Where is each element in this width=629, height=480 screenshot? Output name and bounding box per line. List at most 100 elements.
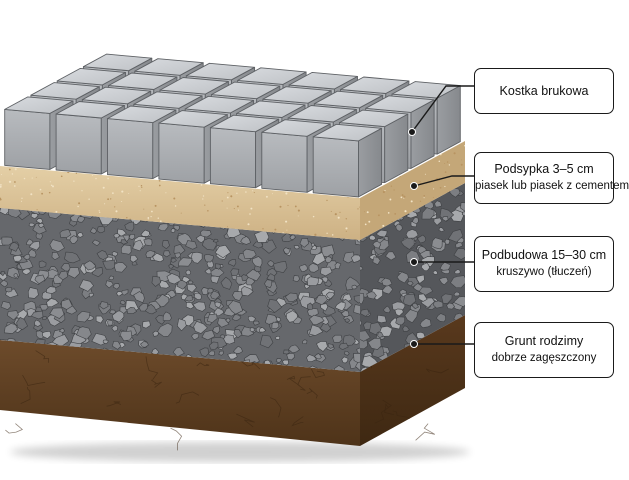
callout-subgrade-label: Grunt rodzimy — [504, 334, 584, 348]
gravel-stone — [416, 234, 426, 244]
sand-grain — [444, 171, 447, 173]
gravel-stone — [432, 300, 444, 309]
sand-grain — [433, 188, 435, 190]
sand-grain — [453, 152, 456, 155]
gravel-stone — [96, 225, 106, 234]
gravel-stone — [266, 273, 276, 282]
gravel-stone — [418, 293, 428, 302]
sand-grain — [121, 190, 124, 193]
soil-crack — [151, 379, 162, 388]
gravel-stone — [438, 276, 449, 286]
sand-grain — [0, 184, 2, 186]
paver-block-top — [55, 101, 125, 119]
sand-grain — [39, 188, 42, 191]
gravel-stone — [367, 337, 382, 350]
gravel-stone — [461, 211, 465, 217]
gravel-stone — [275, 358, 283, 364]
sand-grain — [238, 209, 240, 211]
gravel-stone — [227, 352, 238, 360]
soil-crack — [35, 350, 49, 363]
sand-grain — [35, 176, 37, 178]
gravel-stone — [338, 342, 349, 351]
gravel-stone — [233, 329, 243, 339]
gravel-stone — [124, 221, 135, 232]
paver-block-front — [55, 113, 102, 175]
soil-crack — [20, 386, 31, 404]
sand-grain — [230, 195, 233, 198]
gravel-stone — [193, 320, 208, 334]
gravel-stone — [360, 308, 370, 317]
soil-crack — [145, 356, 159, 380]
gravel-stone — [42, 315, 48, 320]
sand-grain — [8, 180, 12, 183]
gravel-stone — [314, 294, 328, 306]
gravel-stone — [170, 228, 176, 234]
soil-crack — [297, 376, 311, 391]
gravel-stone — [163, 250, 171, 258]
gravel-stone — [8, 241, 19, 252]
sand-grain — [262, 228, 264, 230]
gravel-stone — [46, 286, 57, 294]
gravel-stone — [185, 240, 198, 250]
sand-grain — [52, 185, 54, 188]
gravel-stone — [214, 244, 232, 259]
sand-grain — [91, 175, 93, 176]
gravel-stone — [421, 207, 435, 220]
sand-grain — [236, 205, 239, 208]
soil-crack — [170, 427, 183, 451]
soil-crack — [291, 416, 304, 427]
gravel-stone — [132, 239, 144, 252]
gravel-stone — [42, 330, 52, 339]
gravel-stone — [366, 291, 377, 300]
gravel-stone — [353, 304, 360, 315]
gravel-stone — [375, 229, 388, 238]
gravel-stone — [455, 242, 463, 249]
sand-grain — [345, 230, 347, 232]
gravel-stone — [434, 200, 442, 208]
callout-bedding-label: Podsypka 3–5 cm — [494, 162, 594, 176]
sand-grain — [368, 220, 371, 223]
gravel-stone — [217, 317, 230, 328]
gravel-stone — [320, 303, 329, 312]
gravel-stone — [142, 320, 151, 329]
gravel-stone — [299, 237, 309, 248]
gravel-stone — [170, 257, 177, 263]
gravel-stone — [253, 320, 260, 326]
sand-grain — [13, 185, 16, 187]
gravel-stone — [34, 319, 42, 327]
sand-grain — [204, 204, 206, 206]
gravel-stone — [444, 238, 451, 245]
sand-grain — [286, 229, 288, 231]
sand-grain — [221, 200, 223, 202]
sand-grain — [8, 168, 11, 171]
sand-grain — [81, 190, 83, 192]
leader-dot-bedding — [410, 182, 418, 190]
gravel-stone — [207, 287, 214, 294]
sand-grain — [439, 153, 442, 156]
gravel-stone — [119, 299, 127, 306]
gravel-stone — [306, 302, 314, 310]
paver-block-top — [81, 86, 152, 105]
gravel-stone — [214, 301, 222, 309]
gravel-stone — [0, 279, 8, 288]
gravel-stone — [438, 227, 445, 233]
sand-grain — [99, 211, 101, 213]
sand-grain — [461, 159, 463, 161]
paver-block-top — [134, 58, 204, 76]
gravel-stone — [227, 300, 244, 315]
gravel-stone — [261, 239, 277, 254]
gravel-stone — [34, 274, 46, 285]
gravel-stone — [131, 260, 138, 266]
gravel-stone — [289, 234, 296, 240]
sand-grain — [364, 223, 367, 226]
sand-grain — [285, 220, 288, 223]
sand-grain — [158, 179, 161, 182]
soil-crack — [5, 423, 24, 434]
sand-grain — [400, 196, 403, 199]
gravel-stone — [351, 284, 358, 290]
gravel-stone — [113, 233, 120, 239]
sand-grain — [165, 192, 167, 194]
sand-grain — [31, 177, 33, 179]
sand-grain — [444, 163, 446, 164]
gravel-stone — [176, 318, 187, 332]
